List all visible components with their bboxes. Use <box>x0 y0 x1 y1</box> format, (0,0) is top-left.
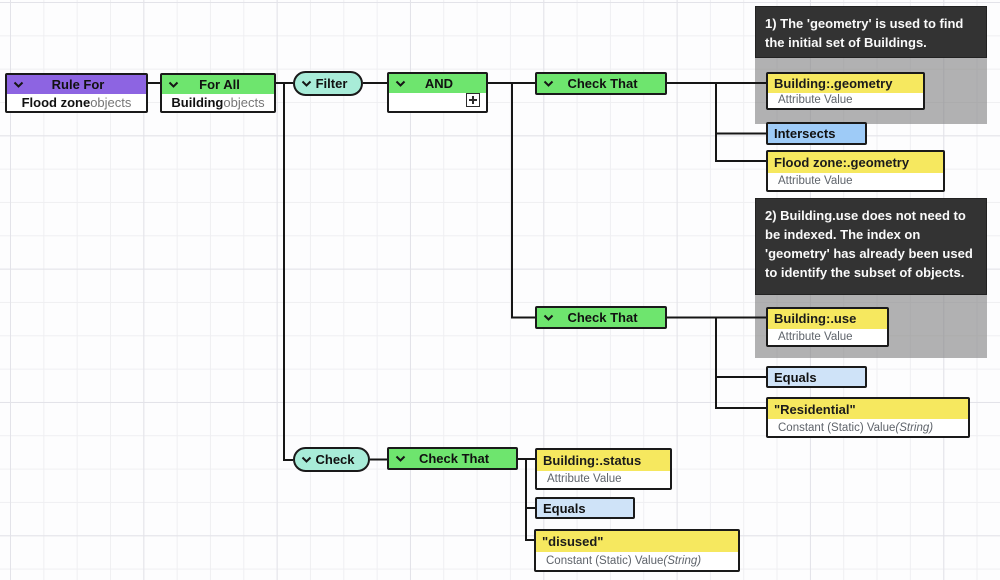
disused-constant-node[interactable]: "disused" Constant (Static) Value (Strin… <box>534 529 740 572</box>
chevron-down-icon[interactable] <box>301 456 312 463</box>
chevron-down-icon[interactable] <box>543 314 554 321</box>
check-that-node-bottom[interactable]: Check That <box>387 447 518 470</box>
attribute-title: Building:.status <box>537 450 670 471</box>
object-suffix-label: objects <box>90 95 132 110</box>
constant-subtitle: Constant (Static) Value (String) <box>768 419 968 436</box>
residential-constant-node[interactable]: "Residential" Constant (Static) Value (S… <box>766 397 970 438</box>
and-body <box>389 93 486 111</box>
connector <box>667 316 766 409</box>
rule-for-object-row: Flood zone objects <box>7 94 146 111</box>
and-header[interactable]: AND <box>389 74 486 93</box>
building-status-node[interactable]: Building:.status Attribute Value <box>535 448 672 490</box>
connector <box>488 82 535 319</box>
rule-for-node[interactable]: Rule For Flood zone objects <box>5 73 148 113</box>
equals-node-top[interactable]: Equals <box>766 366 867 388</box>
object-class-label: Flood zone <box>21 95 91 110</box>
object-suffix-label: objects <box>223 95 265 110</box>
chevron-down-icon[interactable] <box>543 80 554 87</box>
filter-pill[interactable]: Filter <box>293 71 363 96</box>
attribute-title: Building:.use <box>768 309 887 329</box>
constant-subtitle-text: Constant (Static) Value <box>778 421 896 434</box>
attribute-title: Building:.geometry <box>768 74 923 93</box>
attribute-title: Flood zone:.geometry <box>768 152 943 173</box>
chevron-down-icon[interactable] <box>395 80 406 87</box>
filter-label: Filter <box>315 76 348 91</box>
for-all-label: For All <box>199 77 240 92</box>
equals-label: Equals <box>543 500 586 516</box>
chevron-down-icon[interactable] <box>395 455 406 462</box>
annotation-note-1: 1) The 'geometry' is used to find the in… <box>755 6 987 58</box>
check-that-label: Check That <box>567 310 638 325</box>
intersects-node[interactable]: Intersects <box>766 122 867 145</box>
intersects-label: Intersects <box>774 126 836 141</box>
constant-type-label: (String) <box>895 421 934 434</box>
rule-for-header[interactable]: Rule For <box>7 75 146 94</box>
expand-plus-icon[interactable] <box>466 93 480 107</box>
chevron-down-icon[interactable] <box>301 80 312 87</box>
attribute-subtitle: Attribute Value <box>768 328 887 345</box>
chevron-down-icon[interactable] <box>13 81 24 88</box>
constant-title: "Residential" <box>768 399 968 420</box>
attribute-subtitle: Attribute Value <box>537 470 670 488</box>
check-label: Check <box>315 452 355 467</box>
for-all-node[interactable]: For All Building objects <box>160 73 276 113</box>
attribute-subtitle: Attribute Value <box>768 172 943 190</box>
connector <box>276 82 293 461</box>
check-that-node-mid[interactable]: Check That <box>535 306 667 329</box>
building-use-node[interactable]: Building:.use Attribute Value <box>766 307 889 347</box>
object-class-label: Building <box>171 95 224 110</box>
check-that-label: Check That <box>567 76 638 91</box>
check-pill[interactable]: Check <box>293 447 370 472</box>
connector <box>518 458 535 541</box>
constant-subtitle-text: Constant (Static) Value <box>546 555 664 568</box>
annotation-note-2: 2) Building.use does not need to be inde… <box>755 198 987 295</box>
check-that-label: Check That <box>418 451 490 466</box>
building-geometry-node[interactable]: Building:.geometry Attribute Value <box>766 72 925 110</box>
and-label: AND <box>424 76 454 91</box>
and-node[interactable]: AND <box>387 72 488 113</box>
flood-zone-geometry-node[interactable]: Flood zone:.geometry Attribute Value <box>766 150 945 192</box>
for-all-object-row: Building objects <box>162 94 274 111</box>
chevron-down-icon[interactable] <box>168 81 179 88</box>
equals-label: Equals <box>774 369 817 385</box>
equals-node-bottom[interactable]: Equals <box>535 497 635 519</box>
constant-title: "disused" <box>536 531 738 553</box>
rule-for-label: Rule For <box>51 77 105 92</box>
for-all-header[interactable]: For All <box>162 75 274 94</box>
connector <box>667 82 766 162</box>
constant-type-label: (String) <box>663 555 702 568</box>
constant-subtitle: Constant (Static) Value (String) <box>536 552 738 570</box>
check-that-node-top[interactable]: Check That <box>535 72 667 95</box>
attribute-subtitle: Attribute Value <box>768 92 923 108</box>
